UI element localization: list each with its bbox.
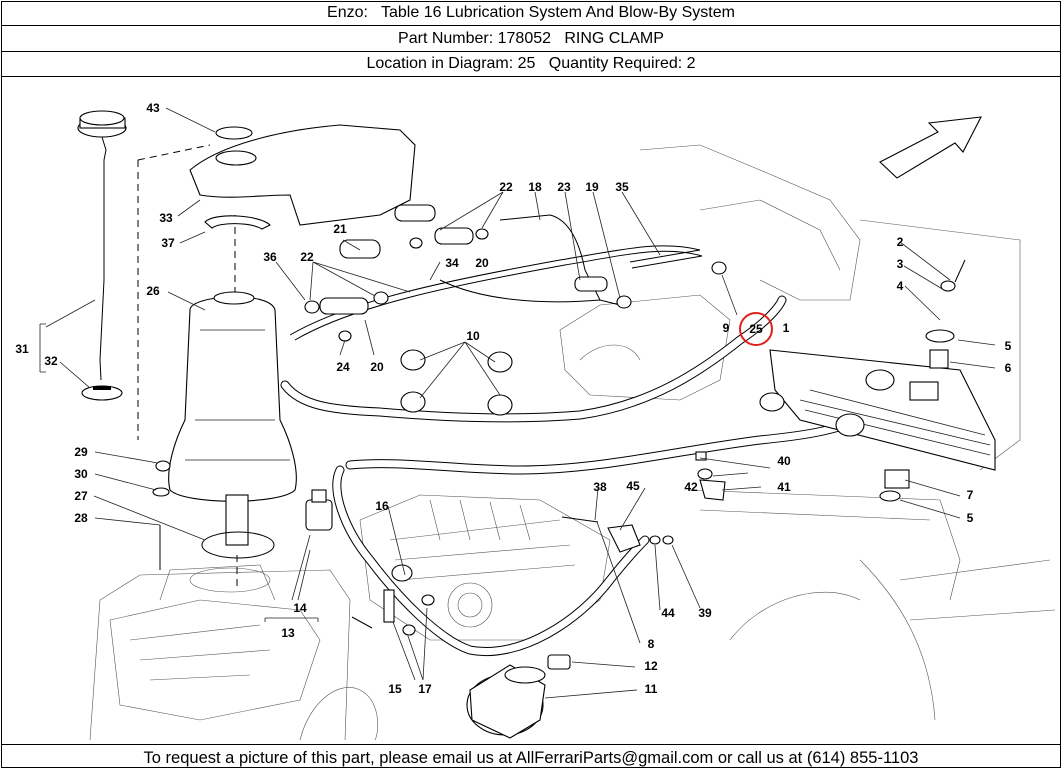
- callout-6: 6: [1005, 361, 1012, 375]
- callout-34: 34: [445, 256, 459, 270]
- callout-20a: 20: [475, 256, 489, 270]
- callout-40: 40: [777, 454, 791, 468]
- dipstick: [77, 110, 127, 401]
- callout-13: 13: [281, 626, 295, 640]
- callout-11: 11: [645, 682, 658, 696]
- leader-lines: [39, 107, 996, 699]
- callout-21: 21: [333, 222, 347, 236]
- callout-12: 12: [644, 659, 658, 673]
- direction-arrow-icon: [879, 116, 982, 179]
- callout-29: 29: [74, 445, 88, 459]
- callout-36: 36: [263, 250, 277, 264]
- callout-1: 1: [783, 321, 790, 335]
- oil-cooler: [759, 349, 996, 471]
- callout-labels: 43 33 37 26 31 32 29 30 27 28 36 22 21 3…: [15, 101, 1011, 696]
- callout-43: 43: [146, 101, 160, 115]
- oil-filter: [466, 654, 571, 739]
- callout-16: 16: [375, 499, 389, 513]
- callout-45: 45: [626, 479, 640, 493]
- callout-42: 42: [684, 480, 698, 494]
- hose-fittings: [319, 204, 608, 315]
- callout-28: 28: [74, 511, 88, 525]
- callout-7: 7: [967, 488, 974, 502]
- callout-27: 27: [74, 489, 88, 503]
- callout-10: 10: [466, 329, 480, 343]
- callout-4: 4: [897, 279, 904, 293]
- part-number-line: Part Number: 178052 RING CLAMP: [1, 27, 1061, 52]
- callout-32: 32: [44, 354, 58, 368]
- location-line: Location in Diagram: 25 Quantity Require…: [1, 52, 1061, 77]
- callout-41: 41: [777, 480, 791, 494]
- callout-31: 31: [15, 342, 29, 356]
- callout-37: 37: [161, 236, 175, 250]
- callout-5a: 5: [1005, 339, 1012, 353]
- callout-30: 30: [74, 467, 88, 481]
- callout-25: 25: [749, 322, 763, 336]
- highlight-circle-25: [739, 312, 773, 346]
- callout-3: 3: [897, 257, 904, 271]
- callout-33: 33: [159, 211, 173, 225]
- callout-35: 35: [615, 180, 629, 194]
- contact-footer: To request a picture of this part, pleas…: [1, 744, 1061, 768]
- callout-22a: 22: [300, 250, 314, 264]
- callout-20b: 20: [370, 360, 384, 374]
- callout-17: 17: [418, 682, 432, 696]
- callout-39: 39: [698, 606, 712, 620]
- callout-2: 2: [897, 235, 904, 249]
- callout-24: 24: [336, 360, 350, 374]
- engine-block-outline: [89, 144, 1056, 741]
- callout-5b: 5: [967, 511, 974, 525]
- oil-tank: [168, 124, 416, 559]
- callout-38: 38: [593, 480, 607, 494]
- callout-14: 14: [293, 601, 307, 615]
- parts-diagram: 43 33 37 26 31 32 29 30 27 28 36 22 21 3…: [2, 78, 1060, 744]
- callout-23: 23: [557, 180, 571, 194]
- ring-clamps: [304, 228, 727, 582]
- callout-22b: 22: [499, 180, 513, 194]
- callout-19: 19: [585, 180, 599, 194]
- diagram-title: Enzo: Table 16 Lubrication System And Bl…: [1, 1, 1061, 26]
- callout-18: 18: [528, 180, 542, 194]
- callout-44: 44: [661, 606, 675, 620]
- callout-8: 8: [648, 637, 655, 651]
- callout-9: 9: [723, 321, 730, 335]
- callout-26: 26: [146, 284, 160, 298]
- callout-15: 15: [388, 682, 402, 696]
